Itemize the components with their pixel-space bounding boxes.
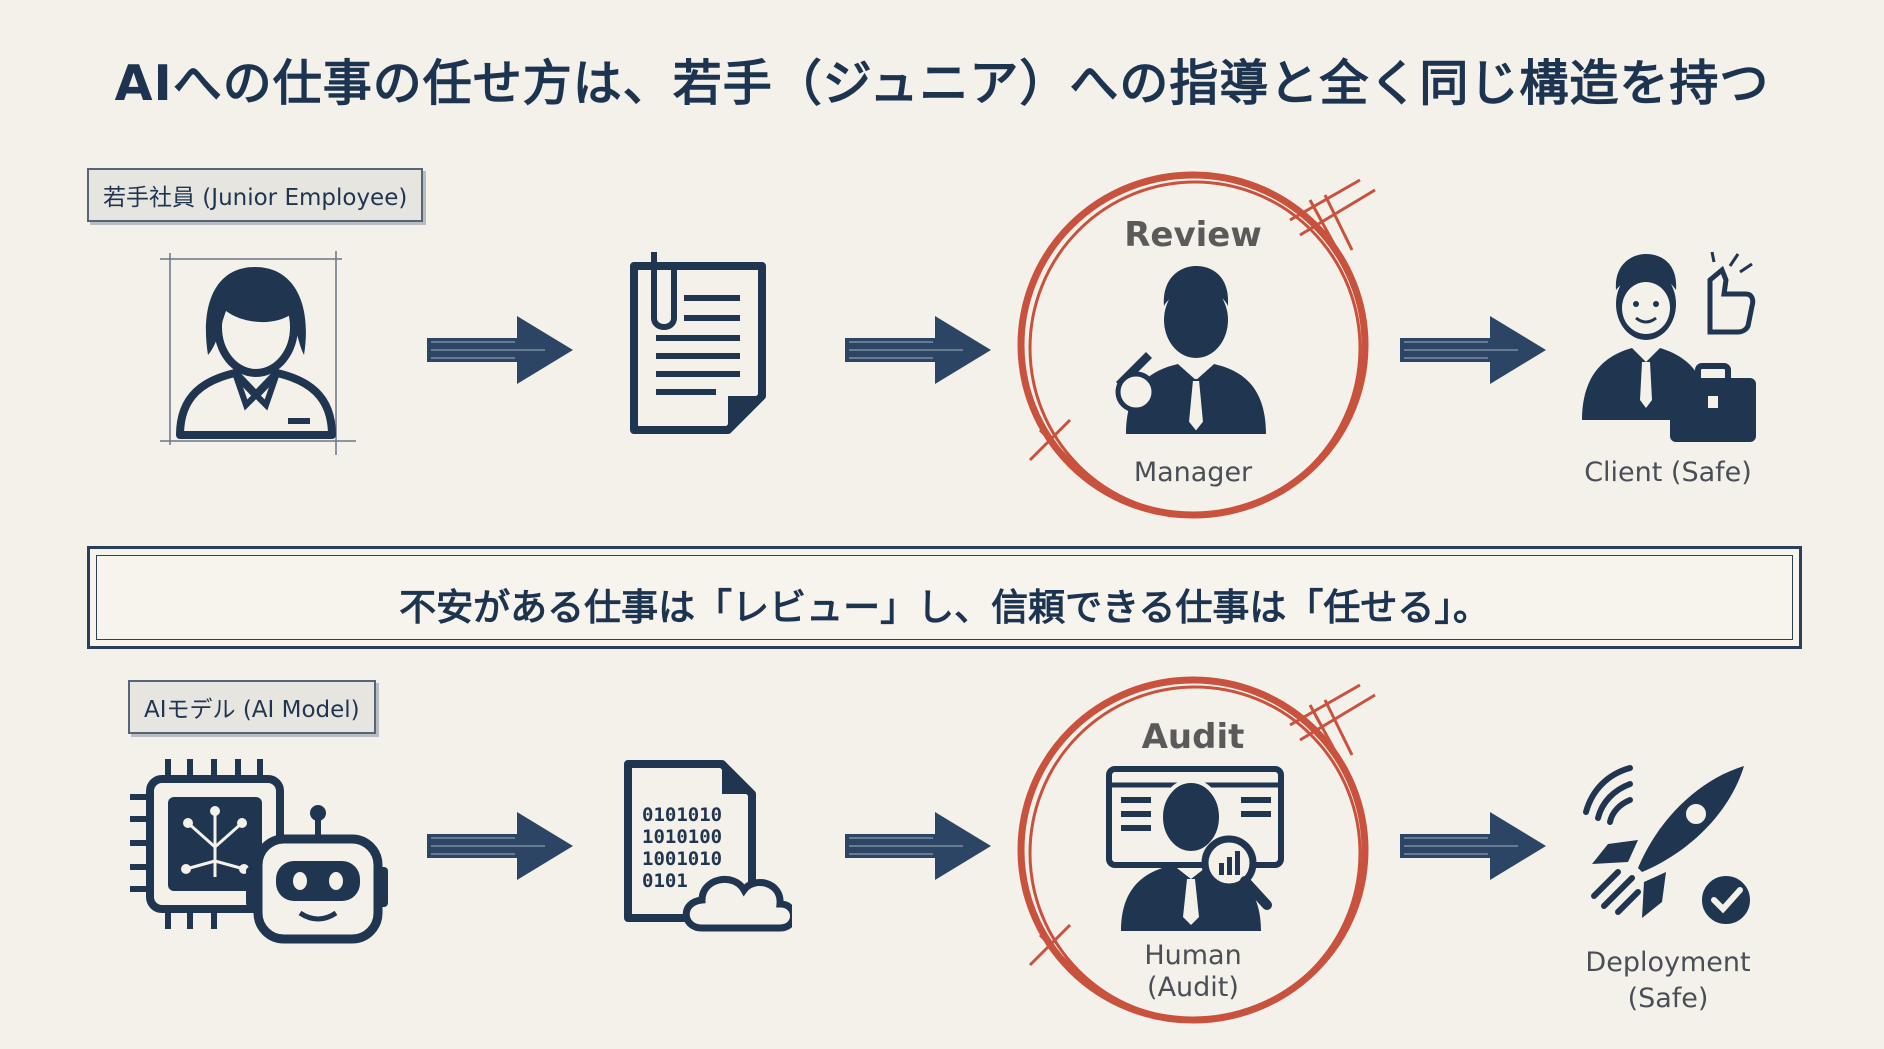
row-label-ai: AIモデル (AI Model) <box>128 680 376 734</box>
message-box: 不安がある仕事は「レビュー」し、信頼できる仕事は「任せる」。 <box>87 546 1802 649</box>
junior-employee-node <box>160 245 360 459</box>
audit-caption: (Audit) <box>1147 972 1239 1003</box>
rocket-icon <box>1583 765 1754 928</box>
red-circle-icon <box>1017 676 1376 1024</box>
arrow-right-icon <box>845 812 991 880</box>
manager-caption: Manager <box>1133 457 1253 488</box>
arrow-right-icon <box>1400 812 1546 880</box>
ai-chip-robot-icon <box>130 759 388 944</box>
binary-line: 0101 <box>642 870 688 892</box>
row-label-junior: 若手社員 (Junior Employee) <box>87 168 424 222</box>
review-circle <box>1000 160 1400 544</box>
auditor-node <box>1105 765 1287 939</box>
client-node <box>1580 250 1760 454</box>
document-node <box>628 248 768 442</box>
page-title: AIへの仕事の任せ方は、若手（ジュニア）への指導と全く同じ構造を持つ <box>114 55 1770 112</box>
audit-title: Audit <box>1141 717 1245 757</box>
binary-file-node: 0101010 1010100 1001010 0101 <box>622 758 797 940</box>
manager-node <box>1106 262 1286 446</box>
binary-line: 0101010 <box>642 804 723 826</box>
arrow-right-icon <box>427 812 573 880</box>
binary-file-cloud-icon <box>624 760 797 932</box>
client-caption: Client (Safe) <box>1584 457 1752 488</box>
binary-line: 1001010 <box>642 848 723 870</box>
document-icon <box>630 252 766 434</box>
red-circle-icon <box>1017 171 1376 519</box>
review-title: Review <box>1124 215 1262 255</box>
message-text: 不安がある仕事は「レビュー」し、信頼できる仕事は「任せる」。 <box>399 586 1490 629</box>
binary-line: 1010100 <box>642 826 723 848</box>
arrow-right-icon <box>427 316 573 384</box>
deployment-caption: Deployment <box>1585 947 1751 978</box>
junior-employee-icon <box>160 251 356 455</box>
manager-icon <box>1115 266 1266 434</box>
human-caption: Human <box>1144 940 1242 971</box>
human-auditor-icon <box>1106 766 1284 931</box>
arrow-right-icon <box>845 316 991 384</box>
ai-node <box>128 757 388 951</box>
audit-circle <box>1000 665 1400 1049</box>
client-icon <box>1582 251 1756 442</box>
safe-caption: (Safe) <box>1627 983 1709 1014</box>
arrow-right-icon <box>1400 316 1546 384</box>
rocket-node <box>1578 760 1758 934</box>
